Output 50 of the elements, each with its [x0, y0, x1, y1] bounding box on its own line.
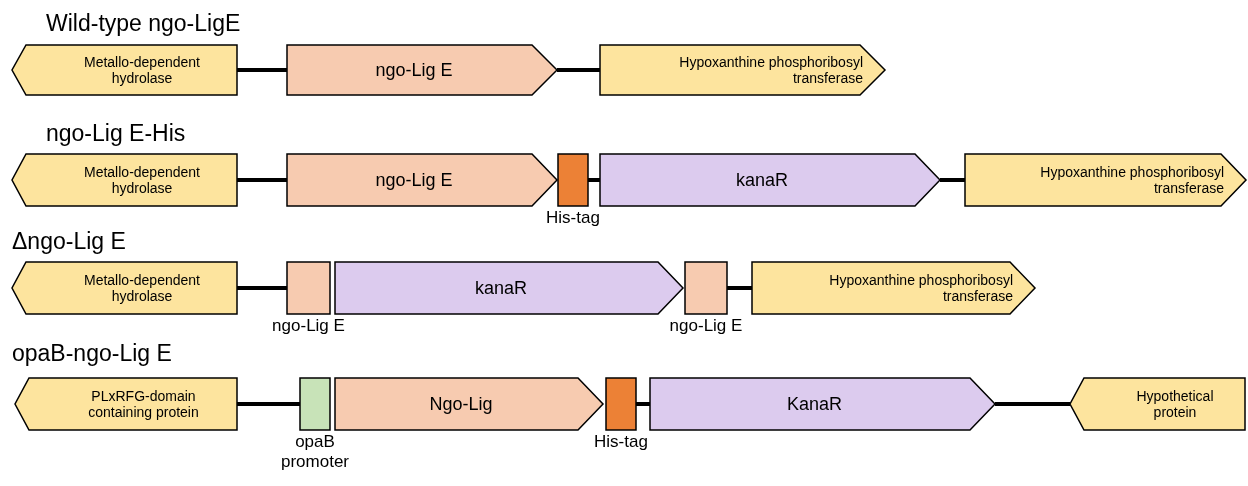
construct-title: Δngo-Lig E [12, 228, 126, 255]
gene-segment [287, 45, 557, 95]
part-label: opaB promoter [280, 432, 350, 473]
gene-label: PLxRFG-domain containing protein [87, 386, 200, 422]
gene-segment [752, 262, 1035, 314]
connector-line [237, 178, 287, 182]
gene-label: ngo-Lig E [374, 58, 454, 82]
gene-segment [287, 154, 557, 206]
gene-label: Ngo-Lig [428, 392, 494, 416]
gene-segment [12, 262, 237, 314]
gene-label: Hypoxanthine phosphoribosyl transferase [828, 270, 1013, 306]
construct-title: Wild-type ngo-LigE [46, 10, 241, 37]
construct-title: opaB-ngo-Lig E [12, 340, 172, 367]
gene-label: Metallo-dependent hydrolase [83, 162, 201, 198]
gene-block [300, 378, 330, 430]
gene-label: Metallo-dependent hydrolase [83, 52, 201, 88]
connector-line [237, 402, 300, 406]
gene-segment [965, 154, 1246, 206]
gene-segment [650, 378, 995, 430]
gene-label: Hypoxanthine phosphoribosyl transferase [678, 52, 863, 88]
gene-label: kanaR [735, 168, 789, 192]
gene-segment [335, 262, 683, 314]
connector-line [557, 68, 600, 72]
gene-label: Metallo-dependent hydrolase [83, 270, 201, 306]
gene-segment [15, 378, 237, 430]
gene-block [558, 154, 588, 206]
gene-label: Hypoxanthine phosphoribosyl transferase [1039, 162, 1224, 198]
gene-segment [12, 45, 237, 95]
connector-line [237, 68, 287, 72]
gene-block [287, 262, 330, 314]
gene-label: kanaR [474, 276, 528, 300]
connector-line [727, 286, 752, 290]
gene-segment [600, 154, 940, 206]
connector-line [237, 286, 287, 290]
part-label: ngo-Lig E [668, 316, 744, 337]
gene-label: Hypothetical protein [1135, 386, 1215, 422]
part-label: His-tag [593, 432, 649, 453]
gene-block [606, 378, 636, 430]
gene-segment [1070, 378, 1245, 430]
part-label: ngo-Lig E [271, 316, 346, 337]
gene-block [685, 262, 727, 314]
gene-segment [335, 378, 603, 430]
connector-line [940, 178, 965, 182]
connector-line [995, 402, 1070, 406]
construct-title: ngo-Lig E-His [46, 120, 186, 147]
part-label: His-tag [545, 208, 601, 229]
gene-label: KanaR [785, 392, 843, 416]
gene-segment [12, 154, 237, 206]
gene-label: ngo-Lig E [374, 168, 454, 192]
gene-segment [600, 45, 885, 95]
